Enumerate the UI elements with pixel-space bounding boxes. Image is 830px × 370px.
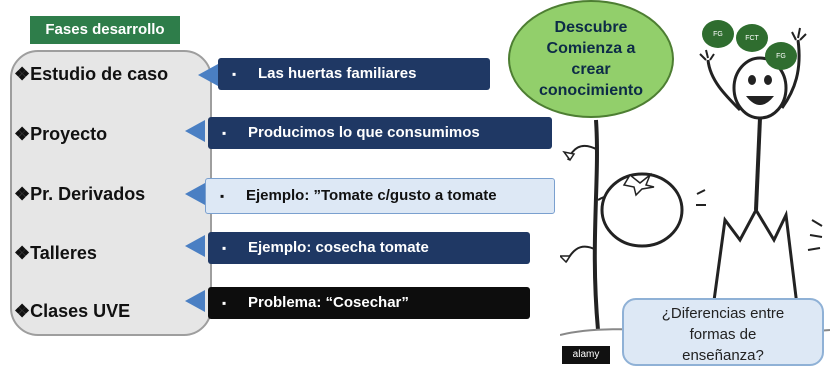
question-callout: ¿Diferencias entre formas de enseñanza? [622,298,824,366]
section-title-badge: Fases desarrollo [30,16,180,44]
phase-bar-talleres: ▪ Ejemplo: cosecha tomate [208,232,530,264]
phase-label-talleres: ❖Talleres [14,243,97,263]
arrow-left-icon [198,64,218,86]
question-line: formas de [689,326,757,343]
bullet-icon: ▪ [232,67,237,81]
arrow-left-icon [185,183,205,205]
bullet-icon: ▪ [222,241,227,255]
phase-bar-proyecto: ▪ Producimos lo que consumimos [208,117,552,149]
phase-bar-text: Producimos lo que consumimos [248,124,480,141]
speech-bubble: Descubre Comienza a crear conocimiento [508,0,674,118]
question-line: ¿Diferencias entre [661,305,785,322]
tomato-icon [600,172,684,248]
question-line: enseñanza? [682,347,764,364]
bubble-line: conocimiento [538,82,643,99]
chip-fg: FG [765,42,797,70]
phase-bar-estudio: ▪ Las huertas familiares [218,58,490,90]
arrow-left-icon [185,290,205,312]
phase-label-estudio: ❖Estudio de caso [14,64,169,84]
bullet-icon: ▪ [222,126,227,140]
plant-stem-icon [592,119,600,331]
phases-panel [10,50,212,336]
phase-bar-derivados: ▪ Ejemplo: ”Tomate c/gusto a tomate [205,178,555,214]
bubble-line: Descubre [554,19,628,36]
chip-fg: FG [702,20,734,48]
bubble-line: Comienza a [546,40,636,57]
phase-label-derivados: ❖Pr. Derivados [14,184,146,204]
phase-bar-text: Ejemplo: cosecha tomate [248,239,429,256]
chip-fct: FCT [736,24,768,52]
speech-bubble-text: Descubre Comienza a crear conocimiento [521,17,661,101]
phase-label-proyecto: ❖Proyecto [14,124,108,144]
alamy-watermark: alamy [562,346,610,364]
cartoon-illustration [560,27,830,336]
bullet-icon: ▪ [222,296,227,310]
phase-bar-text: Problema: “Cosechar” [248,294,409,311]
phase-bar-clases: ▪ Problema: “Cosechar” [208,287,530,319]
phase-bar-text: Las huertas familiares [258,65,417,82]
arrow-left-icon [185,120,205,142]
phase-label-clases: ❖Clases UVE [14,301,131,321]
phase-bar-text: Ejemplo: ”Tomate c/gusto a tomate [246,187,497,204]
arrow-left-icon [185,235,205,257]
bubble-line: crear [571,61,611,78]
bullet-icon: ▪ [220,189,225,203]
